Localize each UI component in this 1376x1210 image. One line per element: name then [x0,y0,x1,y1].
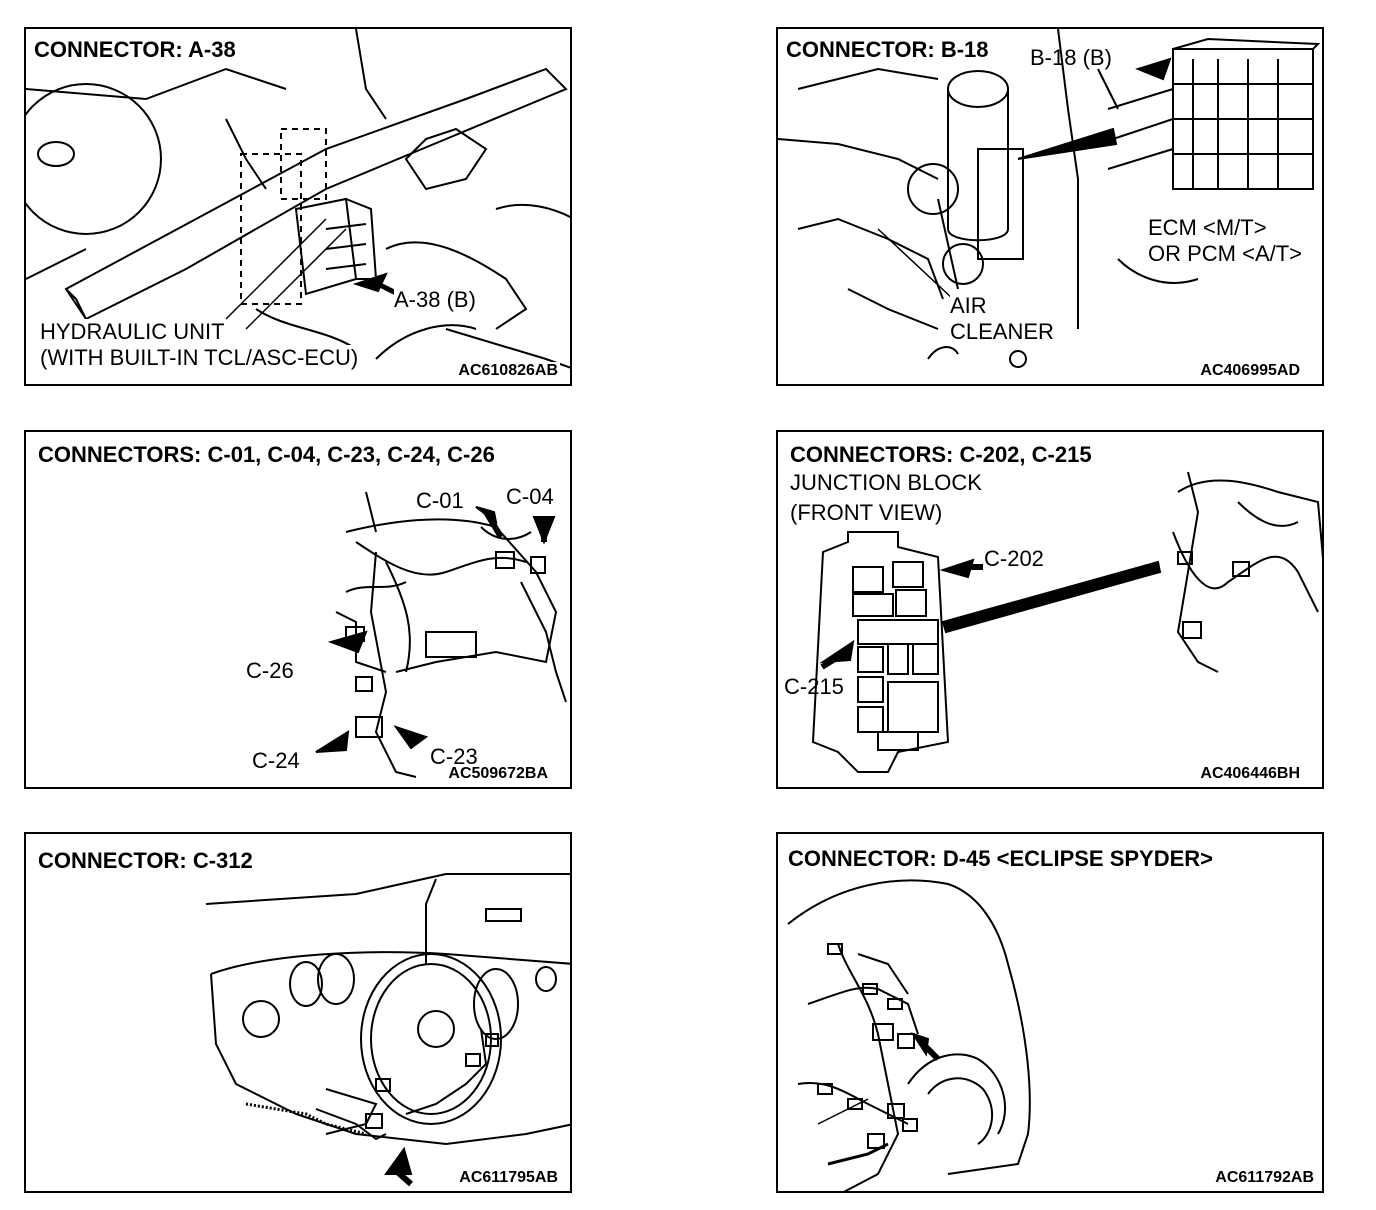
b18-pcm-label: OR PCM <A/T> [1148,241,1303,267]
panel-connector-a38: CONNECTOR: A-38 A-38 (B) HYDRAULIC UNIT … [24,27,572,386]
c01-label-c26: C-26 [246,658,294,683]
a38-hydraulic-unit-sublabel: (WITH BUILT-IN TCL/ASC-ECU) [40,345,359,371]
a38-callout-label: A-38 (B) [394,287,476,313]
c01-label-c23: C-23 [430,744,478,769]
a38-illustration [26,29,570,369]
c312-illustration [205,873,570,1187]
panel-connector-c312: CONNECTOR: C-312 AC611795AB [24,832,572,1193]
c202-label-c215: C-215 [784,674,844,699]
a38-figure-code: AC610826AB [456,362,560,380]
c01-label-c24: C-24 [252,748,300,773]
c01-label-c04: C-04 [506,484,554,509]
c01-illustration [315,491,567,778]
panel-connector-b18: CONNECTOR: B-18 B-18 (B) ECM <M/T> OR PC… [776,27,1324,386]
c202-figure-code: AC406446BH [1198,765,1302,783]
d45-illustration [787,879,1031,1191]
d45-title: CONNECTOR: D-45 <ECLIPSE SPYDER> [788,846,1214,872]
panel-connectors-c01-c26: CONNECTORS: C-01, C-04, C-23, C-24, C-26… [24,430,572,789]
b18-illustration [778,29,1321,368]
c01-figure-code: AC509672BA [446,765,550,783]
c01-title: CONNECTORS: C-01, C-04, C-23, C-24, C-26 [38,442,495,468]
b18-air-cleaner-sublabel: CLEANER [950,319,1054,345]
a38-hydraulic-unit-label: HYDRAULIC UNIT [40,319,225,345]
b18-callout-label: B-18 (B) [1030,45,1112,70]
c202-illustration [811,471,1322,773]
c312-figure-code: AC611795AB [457,1169,560,1187]
c312-title: CONNECTOR: C-312 [38,848,253,874]
c202-front-view-label: (FRONT VIEW) [790,500,943,525]
c01-label-c01: C-01 [416,488,464,513]
b18-title: CONNECTOR: B-18 [786,37,989,63]
panel-connectors-c202-c215: CONNECTORS: C-202, C-215 JUNCTION BLOCK … [776,430,1324,789]
b18-figure-code: AC406995AD [1198,362,1302,380]
b18-air-cleaner-label: AIR [950,293,987,319]
b18-ecm-label: ECM <M/T> [1148,215,1267,241]
c202-junction-block-label: JUNCTION BLOCK [790,470,982,495]
c202-label-c202: C-202 [984,546,1044,571]
c202-title: CONNECTORS: C-202, C-215 [790,442,1092,468]
d45-figure-code: AC611792AB [1213,1169,1316,1187]
panel-connector-d45: CONNECTOR: D-45 <ECLIPSE SPYDER> AC61179… [776,832,1324,1193]
a38-title: CONNECTOR: A-38 [34,37,236,63]
